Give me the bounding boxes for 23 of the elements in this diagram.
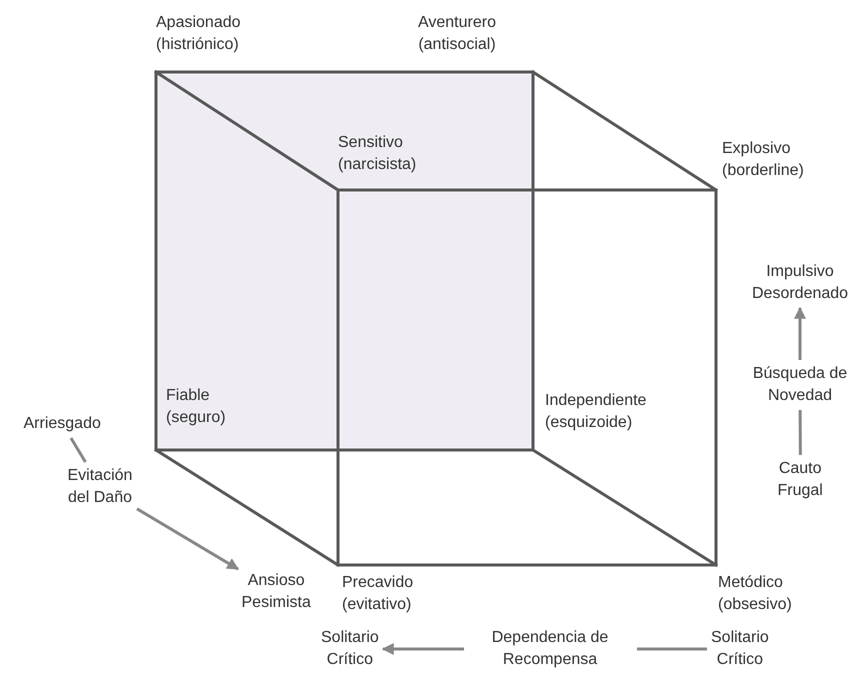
axis-label: Impulsivo Desordenado	[748, 258, 852, 308]
corner-label: Aventurero (antisocial)	[418, 13, 496, 55]
corner-label: Fiable (seguro)	[166, 386, 226, 428]
connector-line	[70, 437, 87, 463]
axis-label: Evitación del Daño	[64, 462, 136, 512]
corner-label: Explosivo (borderline)	[722, 139, 804, 181]
corner-label: Sensitivo (narcisista)	[338, 133, 416, 175]
connector-line	[637, 648, 707, 650]
axis-label: Ansioso Pesimista	[238, 567, 315, 617]
axis-label: Cauto Frugal	[774, 455, 827, 505]
axis-label: Búsqueda de Novedad	[736, 360, 864, 410]
corner-label: Precavido (evitativo)	[342, 573, 414, 615]
axis-label: Solitario Crítico	[317, 624, 383, 674]
corner-label: Independiente (esquizoide)	[545, 391, 646, 433]
arrow	[794, 306, 806, 360]
corner-label: Metódico (obsesivo)	[718, 573, 792, 615]
connector-line	[798, 410, 802, 456]
axis-label: Dependencia de Recompensa	[464, 624, 636, 674]
corner-label: Apasionado (histriónico)	[156, 13, 241, 55]
axis-label: Arriesgado	[20, 410, 105, 438]
arrow	[136, 507, 240, 570]
axis-label: Solitario Crítico	[707, 624, 773, 674]
arrow	[382, 643, 464, 655]
